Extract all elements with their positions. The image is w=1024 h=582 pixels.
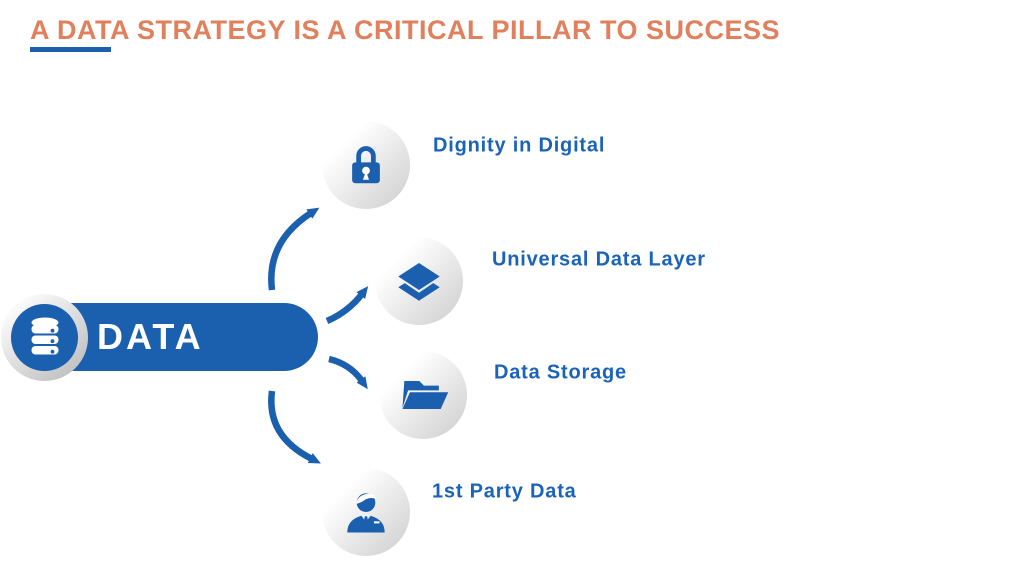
arrow-to-dignity — [268, 207, 320, 291]
data-hub-pill: DATA — [44, 303, 318, 371]
universal-circle — [375, 237, 463, 325]
database-badge — [11, 304, 78, 371]
data-hub-label: DATA — [97, 316, 204, 357]
lock-icon — [352, 146, 380, 184]
dignity-circle — [322, 121, 410, 209]
universal-label: Universal Data Layer — [492, 248, 706, 271]
folder-open-icon — [402, 381, 449, 409]
dignity-label: Dignity in Digital — [433, 134, 606, 157]
party-label: 1st Party Data — [432, 480, 577, 503]
party-circle — [322, 468, 410, 556]
page-title: A DATA STRATEGY IS A CRITICAL PILLAR TO … — [30, 15, 781, 45]
storage-circle — [379, 351, 467, 439]
arrow-to-universal — [325, 286, 369, 324]
layers-icon — [398, 263, 440, 301]
person-icon — [347, 493, 385, 533]
database-icon — [31, 317, 58, 354]
title-underline — [30, 47, 111, 52]
arrow-to-party — [268, 390, 321, 464]
storage-label: Data Storage — [494, 361, 627, 384]
database-badge-ring — [1, 294, 88, 381]
arrow-to-storage — [328, 355, 368, 390]
